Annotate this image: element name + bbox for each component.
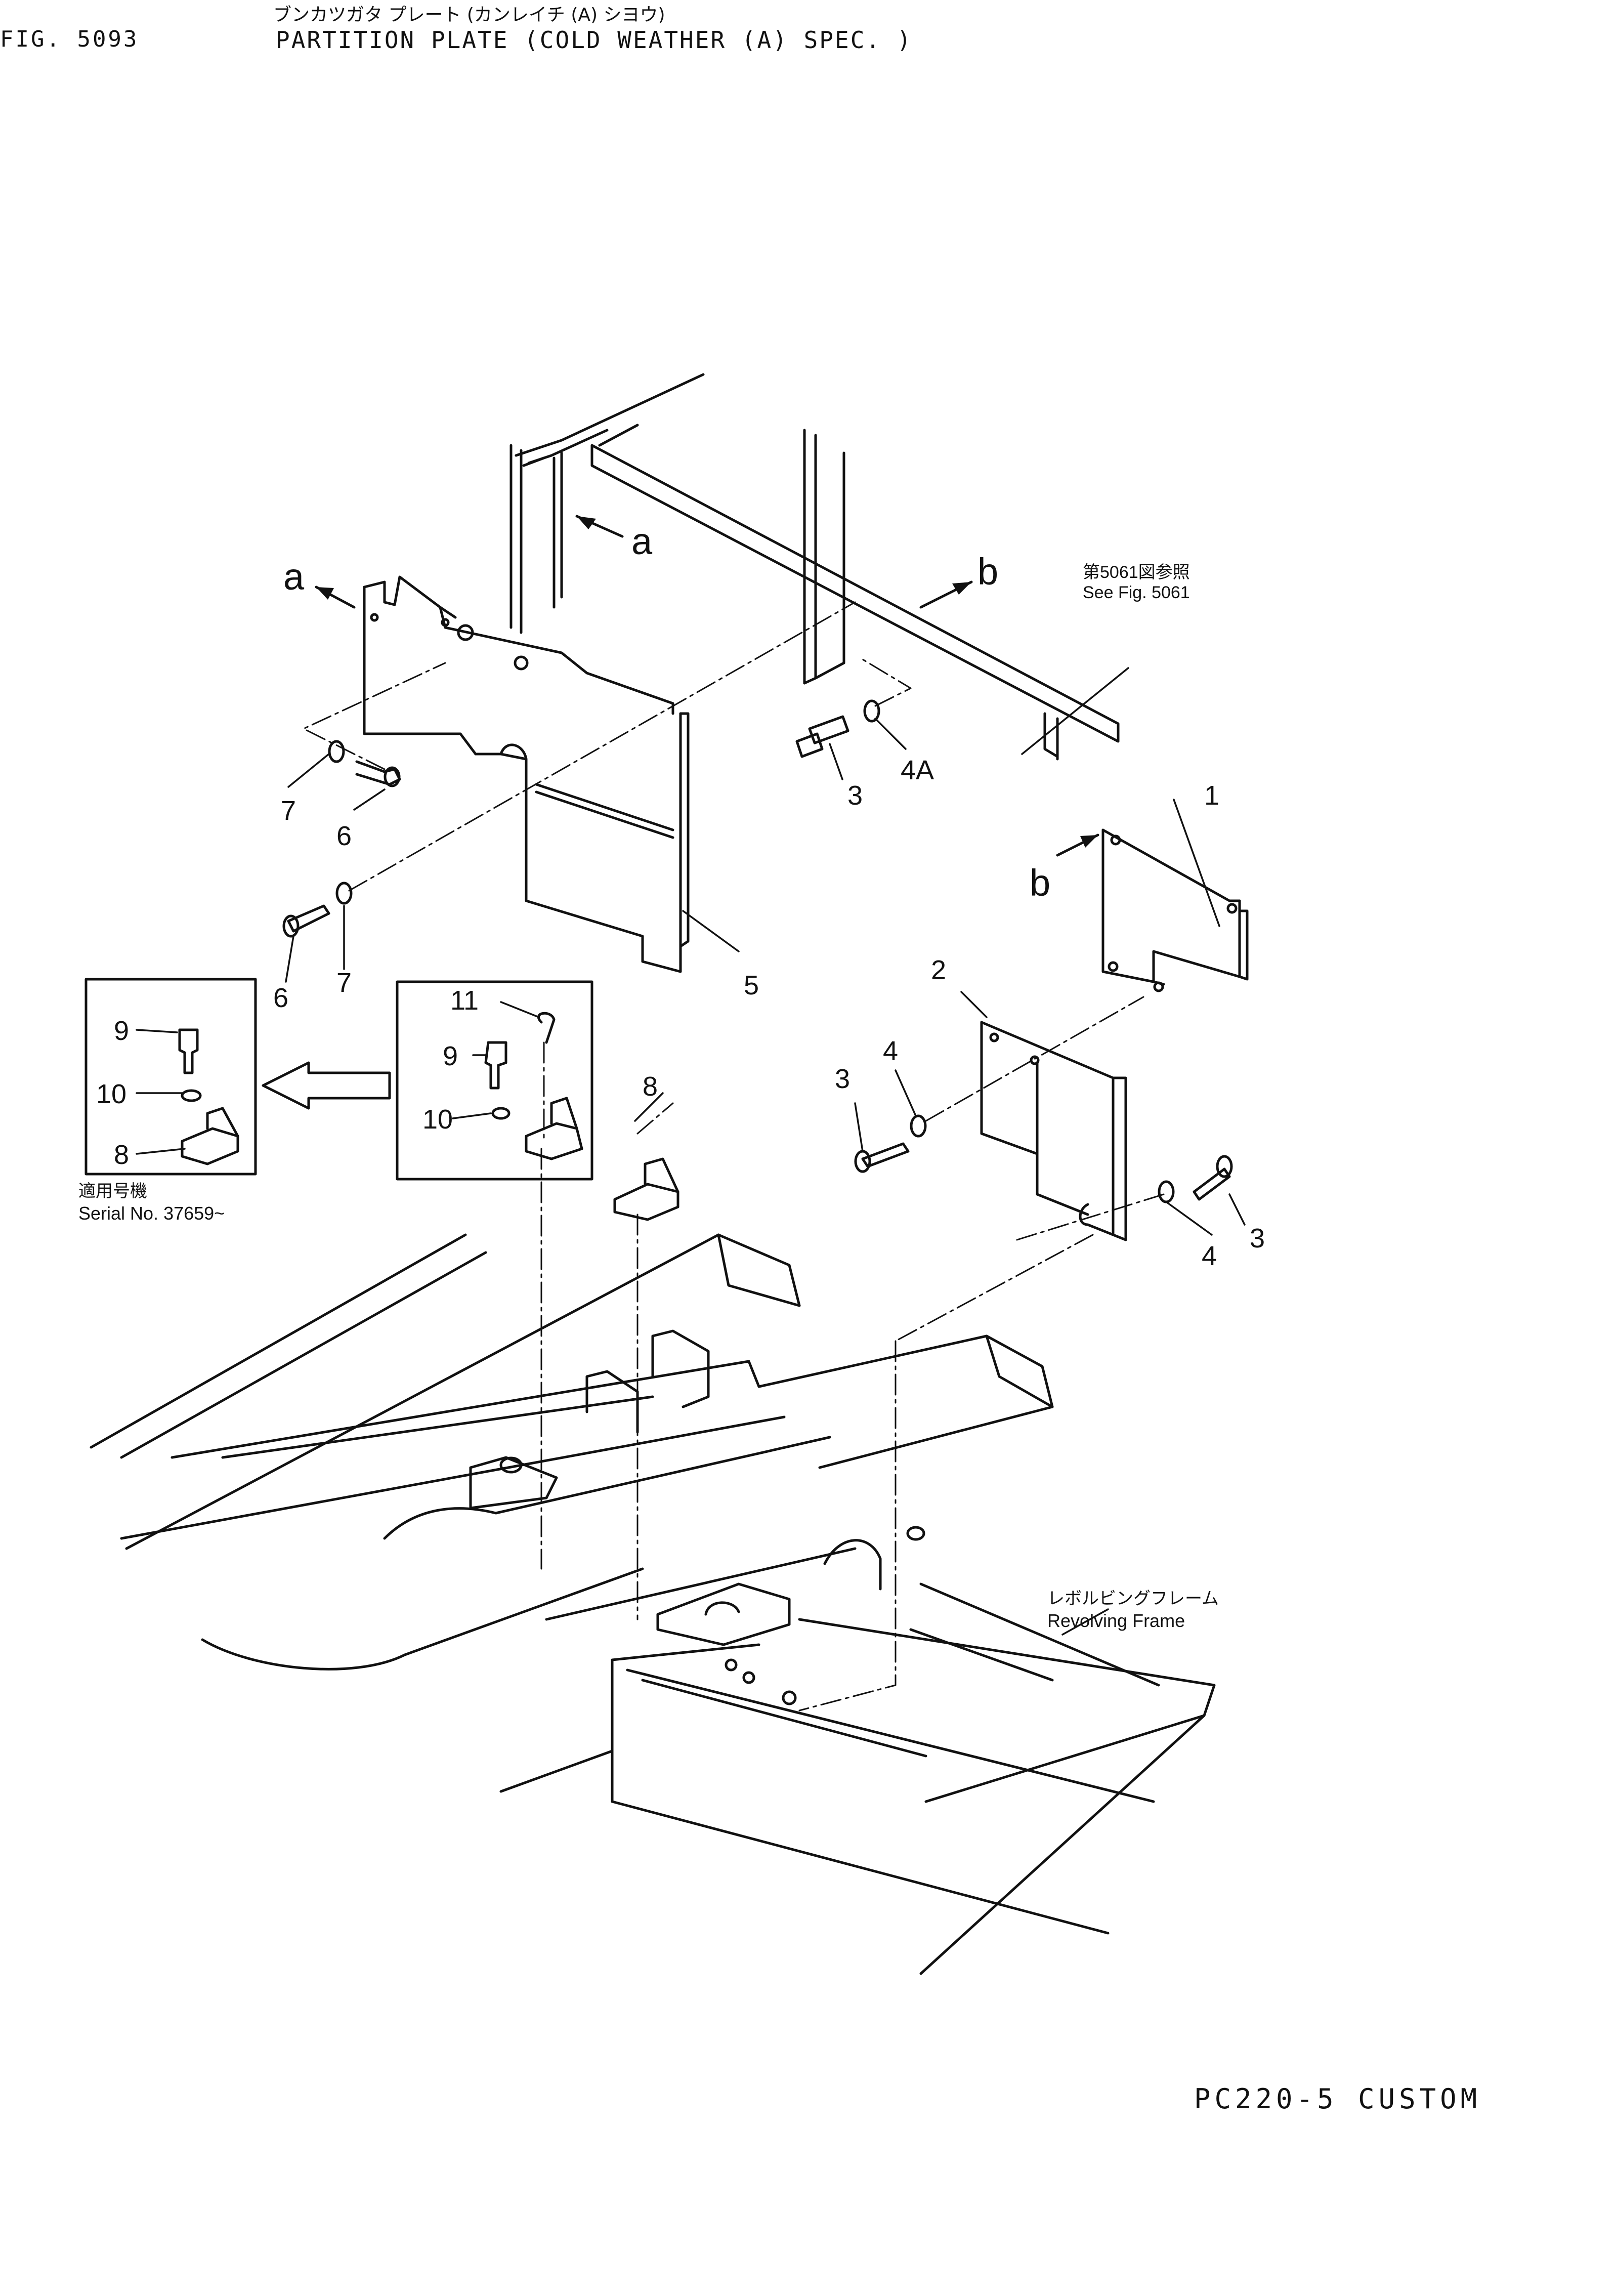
revolving-frame <box>90 1233 1216 1975</box>
ref-label-a-left: a <box>283 556 305 598</box>
callout-4a-upper: 4A <box>901 755 934 785</box>
frame-label-en: Revolving Frame <box>1047 1610 1185 1631</box>
washer-4-left <box>910 1114 927 1138</box>
callout-2: 2 <box>931 955 946 985</box>
footer-model-label: PC220-5 CUSTOM <box>1194 2083 1481 2115</box>
partition-plate-1 <box>1101 828 1249 992</box>
callout-9-serial: 9 <box>114 1016 129 1046</box>
serial-note-jp: 適用号機 <box>78 1182 147 1201</box>
leader-p10-center <box>452 1112 492 1119</box>
bolt-3-left <box>854 1142 910 1173</box>
leader-p7-upper <box>287 753 330 788</box>
leader-p8-center <box>634 1092 664 1122</box>
ref-label-b-right: b <box>1030 862 1050 904</box>
callout-10-center: 10 <box>422 1104 453 1135</box>
partition-plate-2 <box>980 1021 1127 1241</box>
callout-11: 11 <box>450 985 479 1016</box>
detail-box-center <box>396 980 593 1181</box>
callout-8-serial: 8 <box>114 1140 129 1170</box>
title-japanese: ブンカツガタ プレート (カンレイチ (A) シヨウ) <box>273 5 665 25</box>
callout-4-right: 4 <box>1202 1241 1217 1271</box>
leader-p1 <box>1173 799 1220 927</box>
bolt-3-upper <box>795 715 849 758</box>
callout-7-lower: 7 <box>336 968 352 998</box>
clip-8 <box>613 1157 679 1221</box>
washer-4a-upper <box>863 699 880 723</box>
leader-p4a-upper <box>874 718 907 750</box>
callout-8-center: 8 <box>643 1071 658 1102</box>
ref-label-b-top: b <box>977 551 998 593</box>
leader-p2 <box>960 991 988 1018</box>
callout-6-upper: 6 <box>336 821 352 851</box>
callout-9-center: 9 <box>443 1041 458 1071</box>
leader-p3-right <box>1228 1193 1246 1226</box>
callout-6-lower: 6 <box>273 983 288 1013</box>
figure-number: FIG. 5093 <box>0 26 139 52</box>
bolt-6-upper <box>355 760 401 787</box>
callout-7-upper: 7 <box>281 796 296 826</box>
bolt-3-right <box>1193 1155 1233 1201</box>
detail-box-serial <box>84 978 257 1176</box>
callout-3-left: 3 <box>835 1064 850 1094</box>
leader-p9-serial <box>136 1029 178 1033</box>
leader-p3-upper <box>829 743 843 780</box>
callout-4-left: 4 <box>883 1036 898 1066</box>
leader-p4-left <box>895 1069 917 1117</box>
callout-5: 5 <box>744 970 759 1000</box>
see-fig-jp: 第5061図参照 <box>1083 563 1190 582</box>
washer-7-lower <box>335 882 353 905</box>
callout-3-upper: 3 <box>847 780 863 811</box>
washer-7-upper <box>328 740 345 763</box>
frame-label-jp: レボルビングフレーム <box>1047 1589 1219 1608</box>
ref-label-a-top: a <box>631 520 653 562</box>
leader-frame <box>1061 1608 1109 1636</box>
leader-p11 <box>500 1001 540 1018</box>
assembly-centerlines <box>303 601 1165 1711</box>
leader-p6-upper <box>353 788 386 811</box>
callout-3-right: 3 <box>1250 1223 1265 1254</box>
title-english: PARTITION PLATE (COLD WEATHER (A) SPEC. … <box>276 26 913 54</box>
leader-see-fig <box>1021 667 1129 755</box>
leader-p8-serial <box>136 1148 186 1155</box>
washer-4-right <box>1158 1180 1175 1203</box>
upper-frame-structure <box>509 373 1120 761</box>
see-fig-en: See Fig. 5061 <box>1083 583 1190 602</box>
leader-p4-right <box>1165 1201 1213 1236</box>
callout-1: 1 <box>1204 780 1219 811</box>
arrow-to-serial-box <box>262 1061 391 1110</box>
leader-p3-left <box>854 1102 864 1152</box>
serial-note-en: Serial No. 37659~ <box>78 1203 225 1224</box>
bolt-6-lower <box>282 904 330 938</box>
leader-p6-lower <box>285 935 294 983</box>
partition-plate-5 <box>363 575 690 973</box>
leader-lines <box>136 667 1246 1636</box>
leader-p5 <box>682 910 740 952</box>
callout-10-serial: 10 <box>96 1079 126 1109</box>
